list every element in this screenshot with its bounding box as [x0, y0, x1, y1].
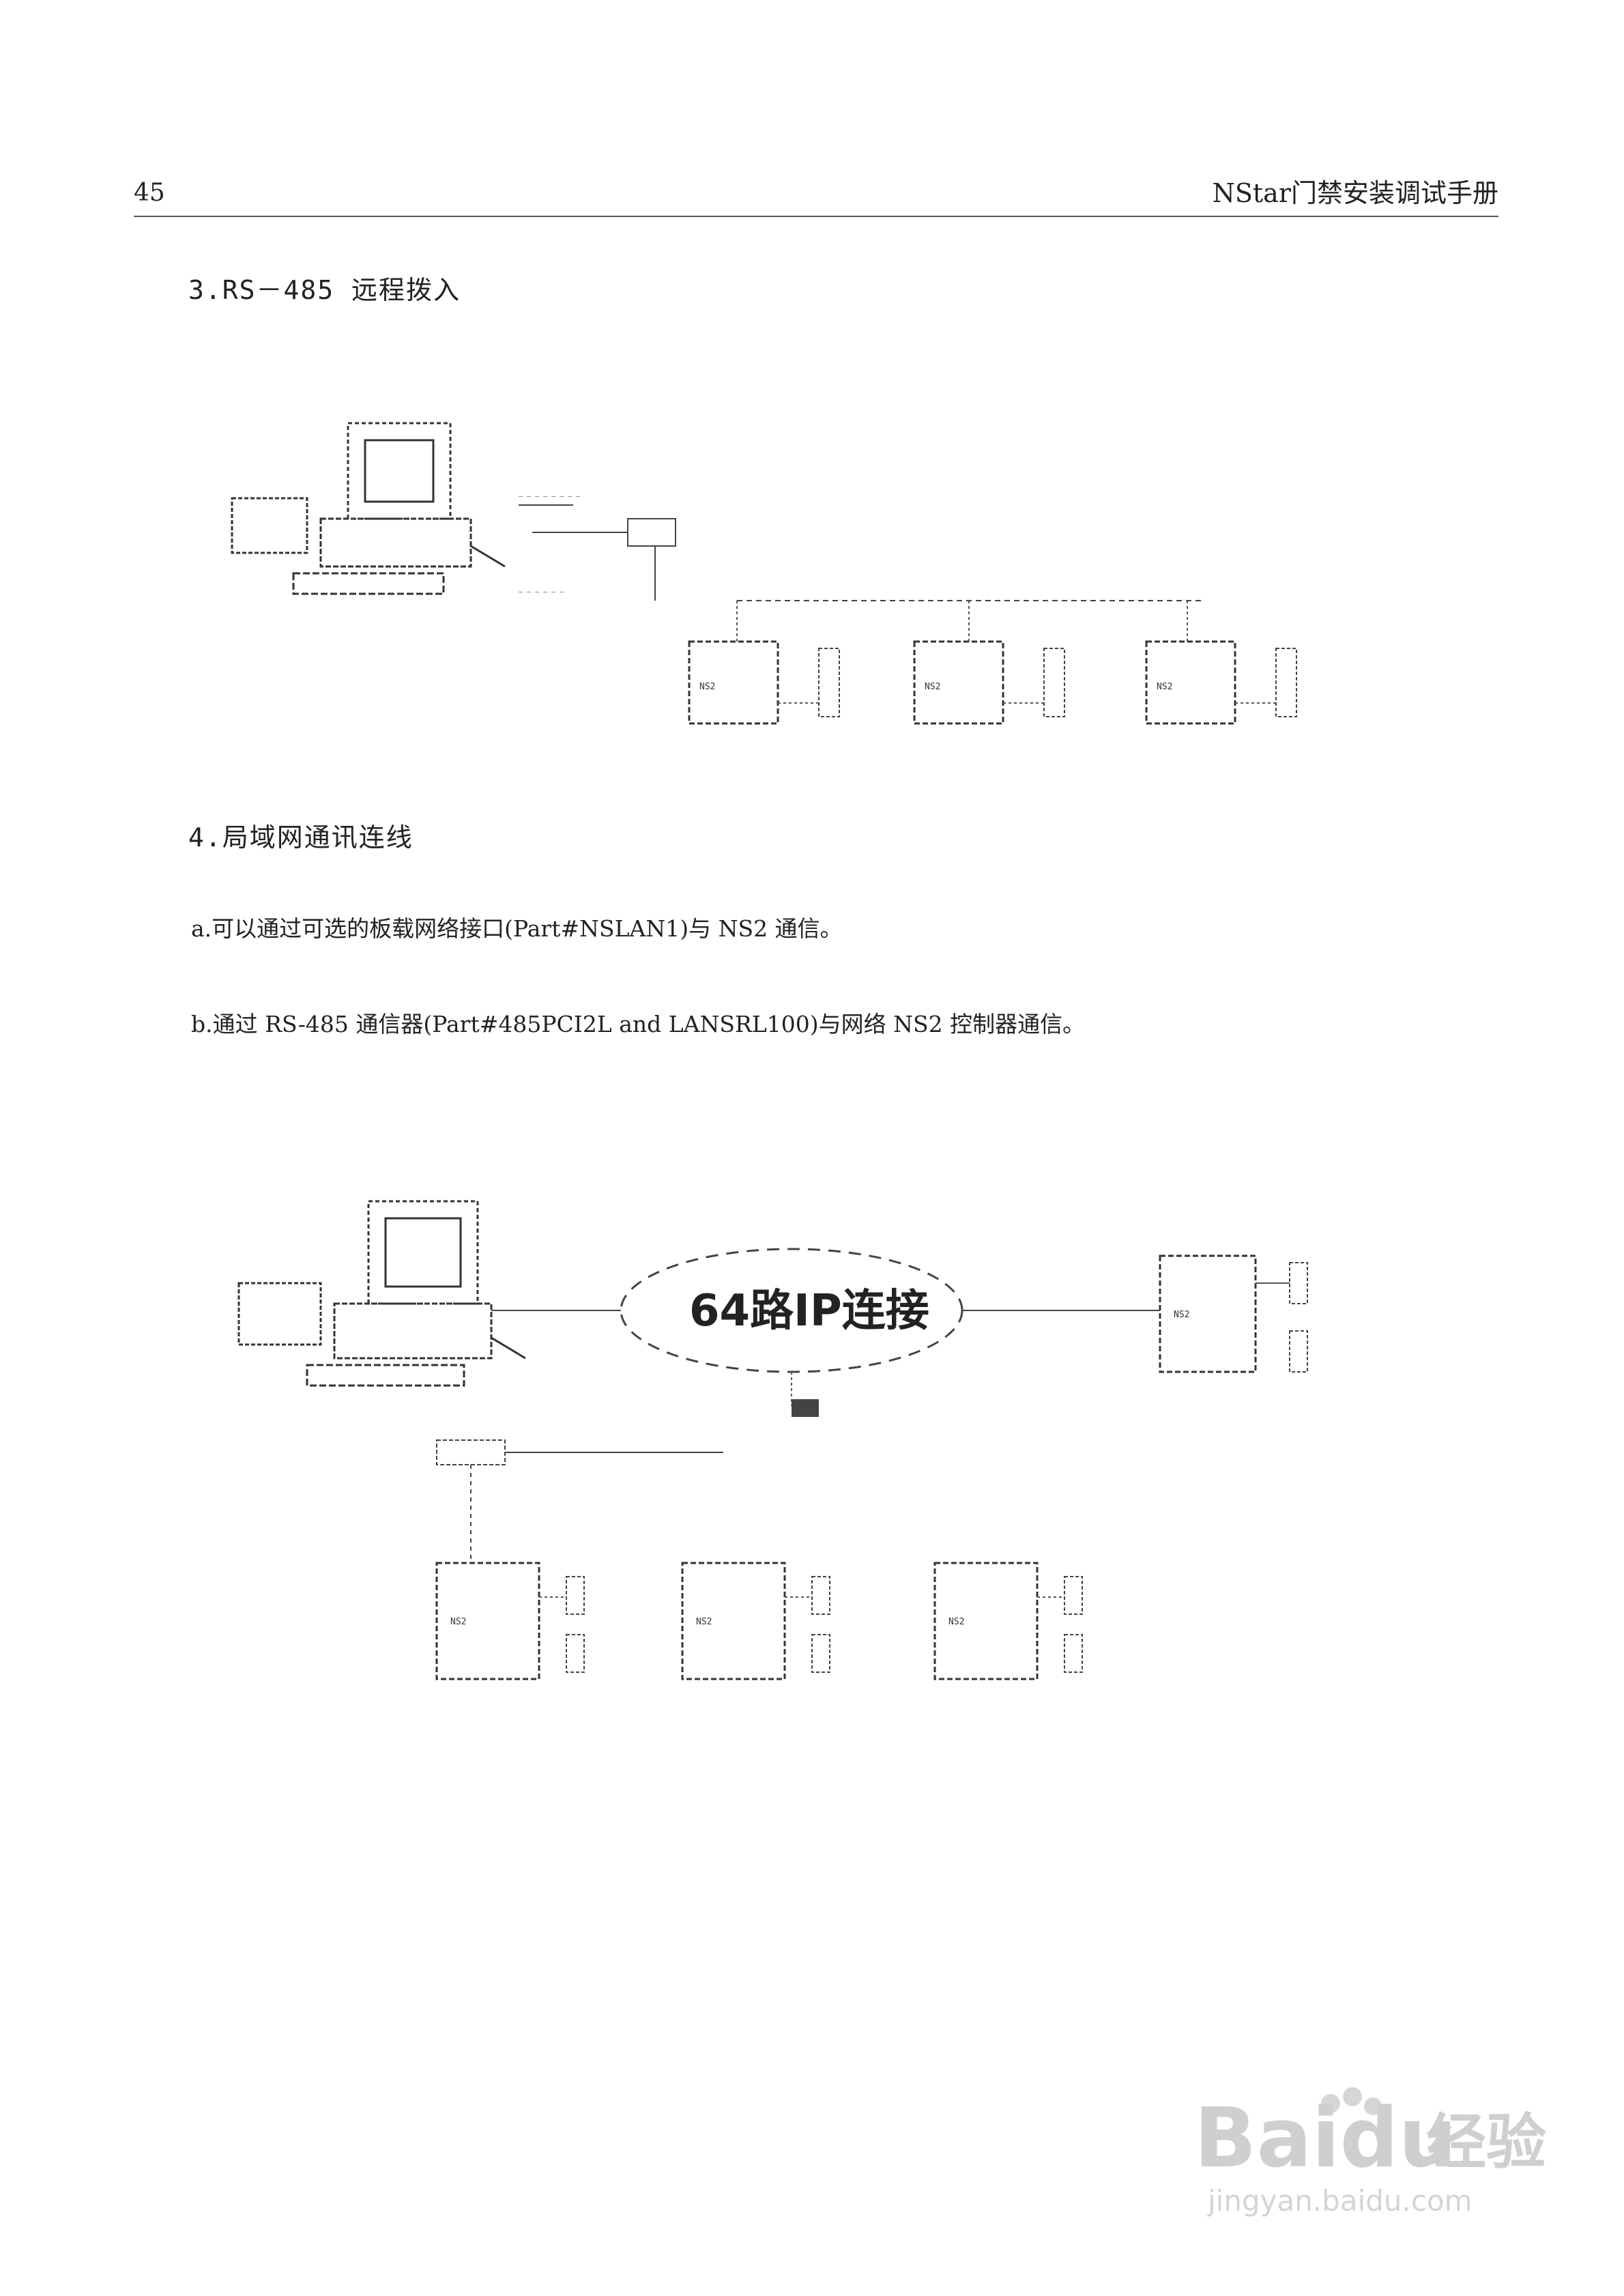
- ns2-controller: NS2: [688, 640, 840, 725]
- ns2-controller: NS2: [681, 1562, 830, 1680]
- ns2-controller: NS2: [1159, 1254, 1257, 1373]
- controller-label: NS2: [925, 682, 940, 692]
- ns2-controller: NS2: [1145, 640, 1297, 725]
- controller-label: NS2: [696, 1617, 712, 1627]
- baidu-jingyan-watermark: Baidu 经验 jingyan.baidu.com: [1194, 2087, 1546, 2218]
- rs485-converter-icon: [436, 1439, 723, 1563]
- rs485-dialin-diagram: — — — — — — — — — — — — — — NS2 NS2 NS2: [231, 422, 1297, 725]
- ns2-controller: NS2: [435, 1562, 585, 1680]
- controller-label: NS2: [699, 682, 715, 692]
- computer-workstation-icon: [237, 1200, 526, 1387]
- controller-label: NS2: [1174, 1310, 1189, 1320]
- header-rule: [134, 216, 1498, 217]
- controller-label: NS2: [1157, 682, 1172, 692]
- cloud-label: 64路IP连接: [689, 1286, 929, 1336]
- paw-print-icon: [1321, 2087, 1382, 2115]
- network-cloud: 64路IP连接: [620, 1248, 963, 1373]
- watermark-url: jingyan.baidu.com: [1207, 2184, 1473, 2218]
- svg-text:— — — — — —: — — — — — —: [519, 588, 564, 596]
- watermark-cn: 经验: [1426, 2107, 1546, 2177]
- section-4-heading: 4.局域网通讯连线: [188, 822, 414, 852]
- modem-link-icon: [519, 504, 1201, 601]
- running-title: NStar门禁安装调试手册: [1212, 178, 1498, 208]
- lan-connection-diagram: 64路IP连接 NS2 NS2 NS2 NS2: [237, 1200, 1308, 1680]
- ns2-controller: NS2: [933, 1562, 1083, 1680]
- computer-workstation-icon: [231, 422, 506, 595]
- paragraph-rs485-communicator: b.通过 RS-485 通信器(Part#485PCI2L and LANSRL…: [191, 1011, 1086, 1037]
- controller-label: NS2: [450, 1617, 466, 1627]
- section-3-heading: 3.RS－485 远程拨入: [188, 275, 461, 305]
- page-number: 45: [134, 179, 165, 207]
- controller-label: NS2: [948, 1617, 964, 1627]
- paragraph-onboard-network: a.可以通过可选的板载网络接口(Part#NSLAN1)与 NS2 通信。: [191, 915, 843, 942]
- svg-text:— — — — — — — —: — — — — — — — —: [519, 493, 581, 500]
- ns2-controller: NS2: [913, 640, 1065, 725]
- watermark-brand: Baidu: [1194, 2091, 1457, 2186]
